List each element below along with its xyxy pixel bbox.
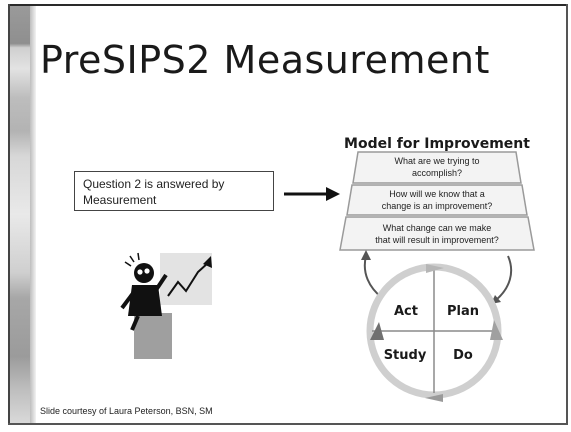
slide-credit: Slide courtesy of Laura Peterson, BSN, S… bbox=[40, 406, 213, 416]
slide-frame-left bbox=[8, 4, 10, 425]
question-2-box bbox=[346, 184, 528, 216]
chart-board bbox=[160, 253, 212, 305]
pdsa-plan-label: Plan bbox=[447, 304, 479, 319]
podium bbox=[134, 313, 172, 359]
slide-frame-right bbox=[566, 4, 568, 424]
pdsa-cycle: Act Plan Study Do bbox=[366, 263, 503, 402]
slide-sidebar-edge bbox=[30, 6, 36, 423]
question-1-line-2: accomplish? bbox=[412, 168, 462, 178]
question-3-line-2: that will result in improvement? bbox=[375, 235, 499, 245]
presenter-figure-icon bbox=[120, 252, 212, 359]
question-2-line-2: change is an improvement? bbox=[382, 201, 493, 211]
pdsa-act-label: Act bbox=[394, 304, 418, 319]
callout-line-1: Question 2 is answered by bbox=[83, 177, 225, 191]
slide-frame-bottom bbox=[8, 423, 568, 425]
model-title: Model for Improvement bbox=[344, 136, 530, 152]
question-stack: What are we trying to accomplish? How wi… bbox=[339, 151, 535, 251]
question-2-line-1: How will we know that a bbox=[389, 189, 485, 199]
pdsa-do-label: Do bbox=[453, 348, 473, 363]
pdsa-study-label: Study bbox=[384, 348, 427, 363]
callout-line-2: Measurement bbox=[83, 193, 157, 207]
question-3-line-1: What change can we make bbox=[383, 223, 492, 233]
question-3-box bbox=[339, 216, 535, 251]
question-callout-box: Question 2 is answered by Measurement bbox=[74, 171, 274, 211]
slide-title: PreSIPS2 Measurement bbox=[40, 38, 490, 82]
growth-chart-icon bbox=[167, 256, 212, 297]
right-arrow-icon bbox=[284, 187, 340, 201]
slide-frame-top bbox=[8, 4, 568, 6]
question-1-line-1: What are we trying to bbox=[394, 156, 479, 166]
question-1-box bbox=[352, 151, 522, 184]
slide-sidebar-strip bbox=[10, 6, 30, 423]
